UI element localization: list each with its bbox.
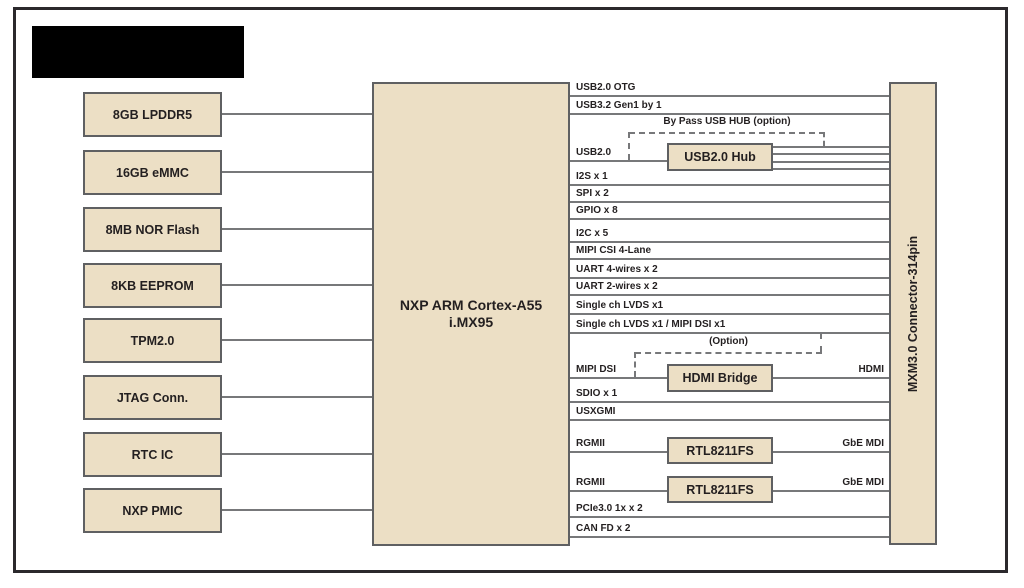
module-box-tpm: TPM2.0 [83, 318, 222, 363]
hdmi-option-dashed-drop-right [820, 333, 822, 352]
module-label: RTC IC [131, 447, 174, 462]
bus-label-usb32: USB3.2 Gen1 by 1 [576, 100, 662, 111]
bus-label-rgmii-1: RGMII [576, 438, 605, 449]
wire-mipi-csi [570, 258, 889, 260]
bus-label-spi: SPI x 2 [576, 188, 609, 199]
wire-uart2 [570, 294, 889, 296]
usb-hub-box: USB2.0 Hub [667, 143, 773, 171]
wire-nor-flash [222, 228, 372, 230]
wire-gpio [570, 218, 889, 220]
wire-i2c [570, 241, 889, 243]
wire-spi [570, 201, 889, 203]
wire-eeprom [222, 284, 372, 286]
wire-usb2-otg [570, 95, 889, 97]
module-box-eeprom: 8KB EEPROM [83, 263, 222, 308]
wire-lpddr5 [222, 113, 372, 115]
wire-uart4 [570, 277, 889, 279]
wire-hub-out-1 [773, 146, 889, 148]
wire-i2s [570, 184, 889, 186]
bus-label-rgmii-2: RGMII [576, 477, 605, 488]
cpu-model: i.MX95 [448, 314, 494, 330]
redacted-logo-block [32, 26, 244, 78]
bus-label-mipi-dsi: MIPI DSI [576, 364, 617, 375]
wire-dsi-to-bridge [570, 377, 667, 379]
wire-hub-out-3 [773, 161, 889, 163]
usb-bypass-dashed-drop-right [823, 132, 825, 146]
wire-hdmi-out [773, 377, 889, 379]
module-box-lpddr5: 8GB LPDDR5 [83, 92, 222, 137]
hdmi-bridge-box: HDMI Bridge [667, 364, 773, 392]
hdmi-option-note: (Option) [709, 336, 748, 347]
wire-lvds [570, 313, 889, 315]
bus-label-uart4: UART 4-wires x 2 [576, 264, 658, 275]
gbe-mdi-label-2: GbE MDI [842, 477, 884, 488]
wire-rgmii-2 [570, 490, 667, 492]
usb-hub-label: USB2.0 Hub [684, 150, 756, 164]
module-label: TPM2.0 [130, 333, 175, 348]
wire-sdio [570, 401, 889, 403]
bus-label-lvds-dsi: Single ch LVDS x1 / MIPI DSI x1 [576, 319, 726, 330]
wire-hub-out-2 [773, 153, 889, 155]
mxm-connector-box: MXM3.0 Connector-314pin [889, 82, 937, 545]
ethernet-phy-box-2: RTL8211FS [667, 476, 773, 503]
wire-hub-out-4 [773, 168, 889, 170]
module-box-jtag: JTAG Conn. [83, 375, 222, 420]
wire-rtc [222, 453, 372, 455]
bus-label-mipi-csi: MIPI CSI 4-Lane [576, 245, 652, 256]
diagram-border [13, 7, 1008, 573]
hdmi-option-dashed-drop-left [634, 352, 636, 377]
wire-emmc [222, 171, 372, 173]
bus-label-i2s: I2S x 1 [576, 171, 608, 182]
wire-rgmii-1 [570, 451, 667, 453]
bus-label-usb20: USB2.0 [576, 147, 612, 158]
wire-usxgmi [570, 419, 889, 421]
wire-usb32 [570, 113, 889, 115]
ethernet-phy-label: RTL8211FS [686, 443, 754, 458]
cpu-box: NXP ARM Cortex-A55 i.MX95 [372, 82, 570, 546]
mxm-connector-label: MXM3.0 Connector-314pin [906, 235, 920, 392]
module-label: 8MB NOR Flash [105, 222, 200, 237]
module-label: 8KB EEPROM [111, 278, 194, 293]
usb-bypass-dashed-drop-left [628, 132, 630, 160]
wire-usb20-to-hub [570, 160, 667, 162]
wire-gbe-out-2 [773, 490, 889, 492]
hdmi-option-dashed-line [635, 352, 822, 354]
cpu-name: NXP ARM Cortex-A55 [399, 296, 543, 313]
module-label: 8GB LPDDR5 [112, 107, 193, 122]
module-label: JTAG Conn. [116, 390, 189, 405]
wire-pcie [570, 516, 889, 518]
bus-label-sdio: SDIO x 1 [576, 388, 618, 399]
hdmi-bridge-label: HDMI Bridge [682, 371, 758, 385]
wire-jtag [222, 396, 372, 398]
module-label: NXP PMIC [122, 503, 183, 518]
usb-bypass-note: By Pass USB HUB (option) [663, 116, 791, 127]
bus-label-uart2: UART 2-wires x 2 [576, 281, 658, 292]
wire-tpm [222, 339, 372, 341]
module-box-pmic: NXP PMIC [83, 488, 222, 533]
module-label: 16GB eMMC [116, 165, 189, 180]
module-box-emmc: 16GB eMMC [83, 150, 222, 195]
ethernet-phy-label: RTL8211FS [686, 482, 754, 497]
usb-bypass-dashed-line [629, 132, 825, 134]
bus-label-usb2-otg: USB2.0 OTG [576, 82, 636, 93]
gbe-mdi-label-1: GbE MDI [842, 438, 884, 449]
wire-canfd [570, 536, 889, 538]
wire-gbe-out-1 [773, 451, 889, 453]
wire-lvds-dsi [570, 332, 889, 334]
bus-label-lvds: Single ch LVDS x1 [576, 300, 664, 311]
ethernet-phy-box-1: RTL8211FS [667, 437, 773, 464]
module-box-rtc: RTC IC [83, 432, 222, 477]
bus-label-pcie: PCIe3.0 1x x 2 [576, 503, 643, 514]
bus-label-gpio: GPIO x 8 [576, 205, 618, 216]
bus-label-i2c: I2C x 5 [576, 228, 609, 239]
bus-label-usxgmi: USXGMI [576, 406, 616, 417]
module-box-nor-flash: 8MB NOR Flash [83, 207, 222, 252]
wire-pmic [222, 509, 372, 511]
bus-label-canfd: CAN FD x 2 [576, 523, 631, 534]
hdmi-out-label: HDMI [858, 364, 884, 375]
